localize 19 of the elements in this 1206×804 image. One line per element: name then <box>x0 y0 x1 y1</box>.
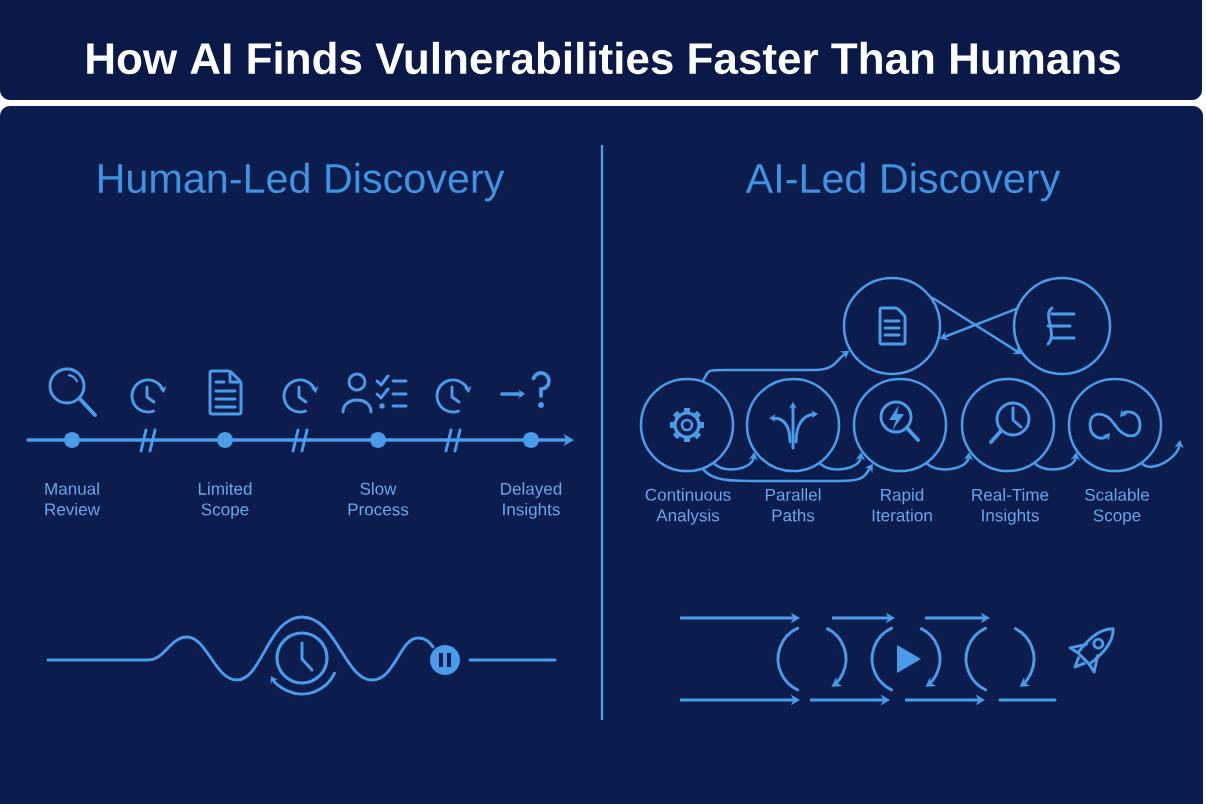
section-heading: Human-Led Discovery <box>98 162 505 202</box>
timeline-line <box>26 438 66 442</box>
arrow <box>931 296 1022 355</box>
stage-label: Limited Scope <box>198 482 252 519</box>
stage-label: Scalable Scope <box>1085 488 1149 525</box>
stage-label: Real-Time Insights <box>972 488 1049 525</box>
timeline-line <box>231 438 372 442</box>
stage-label: Parallel Paths <box>765 488 821 522</box>
stage-label: Delayed Insights <box>501 482 562 519</box>
stage-label: Slow Process <box>348 482 409 516</box>
section-heading: AI-Led Discovery <box>745 162 1061 202</box>
title-banner: How AI Finds Vulnerabilities Faster Than Humans <box>0 0 1202 100</box>
stage-label: Rapid Iteration <box>872 488 932 522</box>
timeline-line <box>384 438 525 442</box>
timeline-line <box>78 438 219 442</box>
stage-label: Manual Review <box>45 482 100 516</box>
loop-circle <box>1012 276 1112 376</box>
loop-circle <box>842 276 942 376</box>
stage-label: Continuous Analysis <box>645 488 731 525</box>
